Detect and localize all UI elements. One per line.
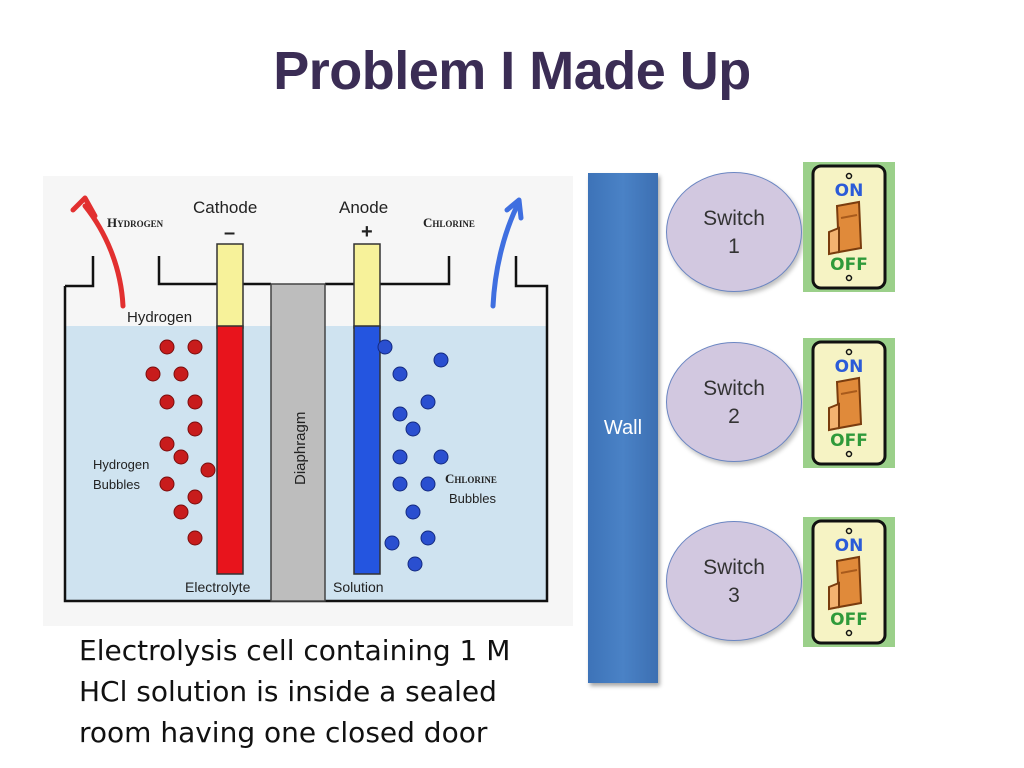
hydrogen-bubbles bbox=[145, 339, 216, 546]
wall-label: Wall bbox=[603, 417, 643, 439]
switch-1-bubble: Switch 1 bbox=[666, 172, 802, 292]
electrolysis-cell-diagram: Hydrogen Cathode – Anode + Chlorine Hydr… bbox=[43, 176, 573, 626]
caption-line-3: room having one closed door bbox=[79, 716, 488, 749]
hydrogen-arrow bbox=[82, 203, 126, 309]
chlorine-bubbles bbox=[377, 339, 449, 572]
switch-2-on-label: ON bbox=[835, 357, 864, 377]
switch-3-on-label: ON bbox=[835, 536, 864, 556]
cathode-rod bbox=[216, 325, 244, 575]
tank-outline bbox=[63, 256, 549, 603]
chlorine-arrow-head bbox=[504, 197, 524, 221]
label-chlorine-gas: Chlorine bbox=[423, 215, 475, 230]
label-hydrogen-bubbles-1: Hydrogen bbox=[93, 457, 149, 472]
diaphragm bbox=[270, 283, 326, 602]
switch-3-bubble: Switch 3 bbox=[666, 521, 802, 641]
label-cathode-sign: – bbox=[224, 222, 235, 244]
anode-top bbox=[353, 243, 381, 329]
switch-1-number: 1 bbox=[728, 235, 740, 258]
switch-3-number: 3 bbox=[728, 584, 740, 607]
wall: Wall bbox=[588, 173, 658, 683]
problem-caption: Electrolysis cell containing 1 M HCl sol… bbox=[79, 630, 549, 753]
toggle-switch-icon[interactable]: ON OFF bbox=[803, 162, 895, 292]
label-hydrogen-bubbles-2: Bubbles bbox=[93, 477, 140, 492]
switch-1-off-label: OFF bbox=[830, 255, 868, 275]
label-cathode: Cathode bbox=[193, 198, 257, 217]
label-hydrogen-gas: Hydrogen bbox=[107, 215, 164, 230]
tank-left-rim bbox=[65, 256, 95, 288]
switch-1-label: Switch bbox=[703, 207, 765, 230]
caption-line-2: HCl solution is inside a sealed bbox=[79, 675, 497, 708]
label-chlorine-bubbles-2: Bubbles bbox=[449, 491, 496, 506]
switch-3-off-label: OFF bbox=[830, 610, 868, 630]
cathode-top bbox=[216, 243, 244, 329]
label-anode-sign: + bbox=[361, 221, 373, 243]
label-anode: Anode bbox=[339, 198, 388, 217]
hydrogen-arrow-head bbox=[70, 195, 98, 219]
anode-rod bbox=[353, 325, 381, 575]
switch-3-label: Switch bbox=[703, 556, 765, 579]
switch-2-bubble: Switch 2 bbox=[666, 342, 802, 462]
toggle-switch-icon[interactable]: ON OFF bbox=[803, 517, 895, 647]
toggle-switch-icon[interactable]: ON OFF bbox=[803, 338, 895, 468]
label-electrolyte: Electrolyte bbox=[185, 579, 251, 595]
label-hydrogen: Hydrogen bbox=[127, 309, 192, 326]
lid-right bbox=[325, 256, 451, 286]
switch-2-off-label: OFF bbox=[830, 431, 868, 451]
label-chlorine-bubbles-1: Chlorine bbox=[445, 471, 497, 486]
caption-line-1: Electrolysis cell containing 1 M bbox=[79, 634, 511, 667]
chlorine-arrow bbox=[490, 203, 520, 309]
lid-left bbox=[157, 256, 271, 286]
label-solution: Solution bbox=[333, 579, 384, 595]
switch-2-number: 2 bbox=[728, 405, 740, 428]
slide-title: Problem I Made Up bbox=[273, 41, 751, 101]
switch-2-label: Switch bbox=[703, 377, 765, 400]
label-diaphragm: Diaphragm bbox=[292, 412, 309, 485]
switch-1-on-label: ON bbox=[835, 181, 864, 201]
